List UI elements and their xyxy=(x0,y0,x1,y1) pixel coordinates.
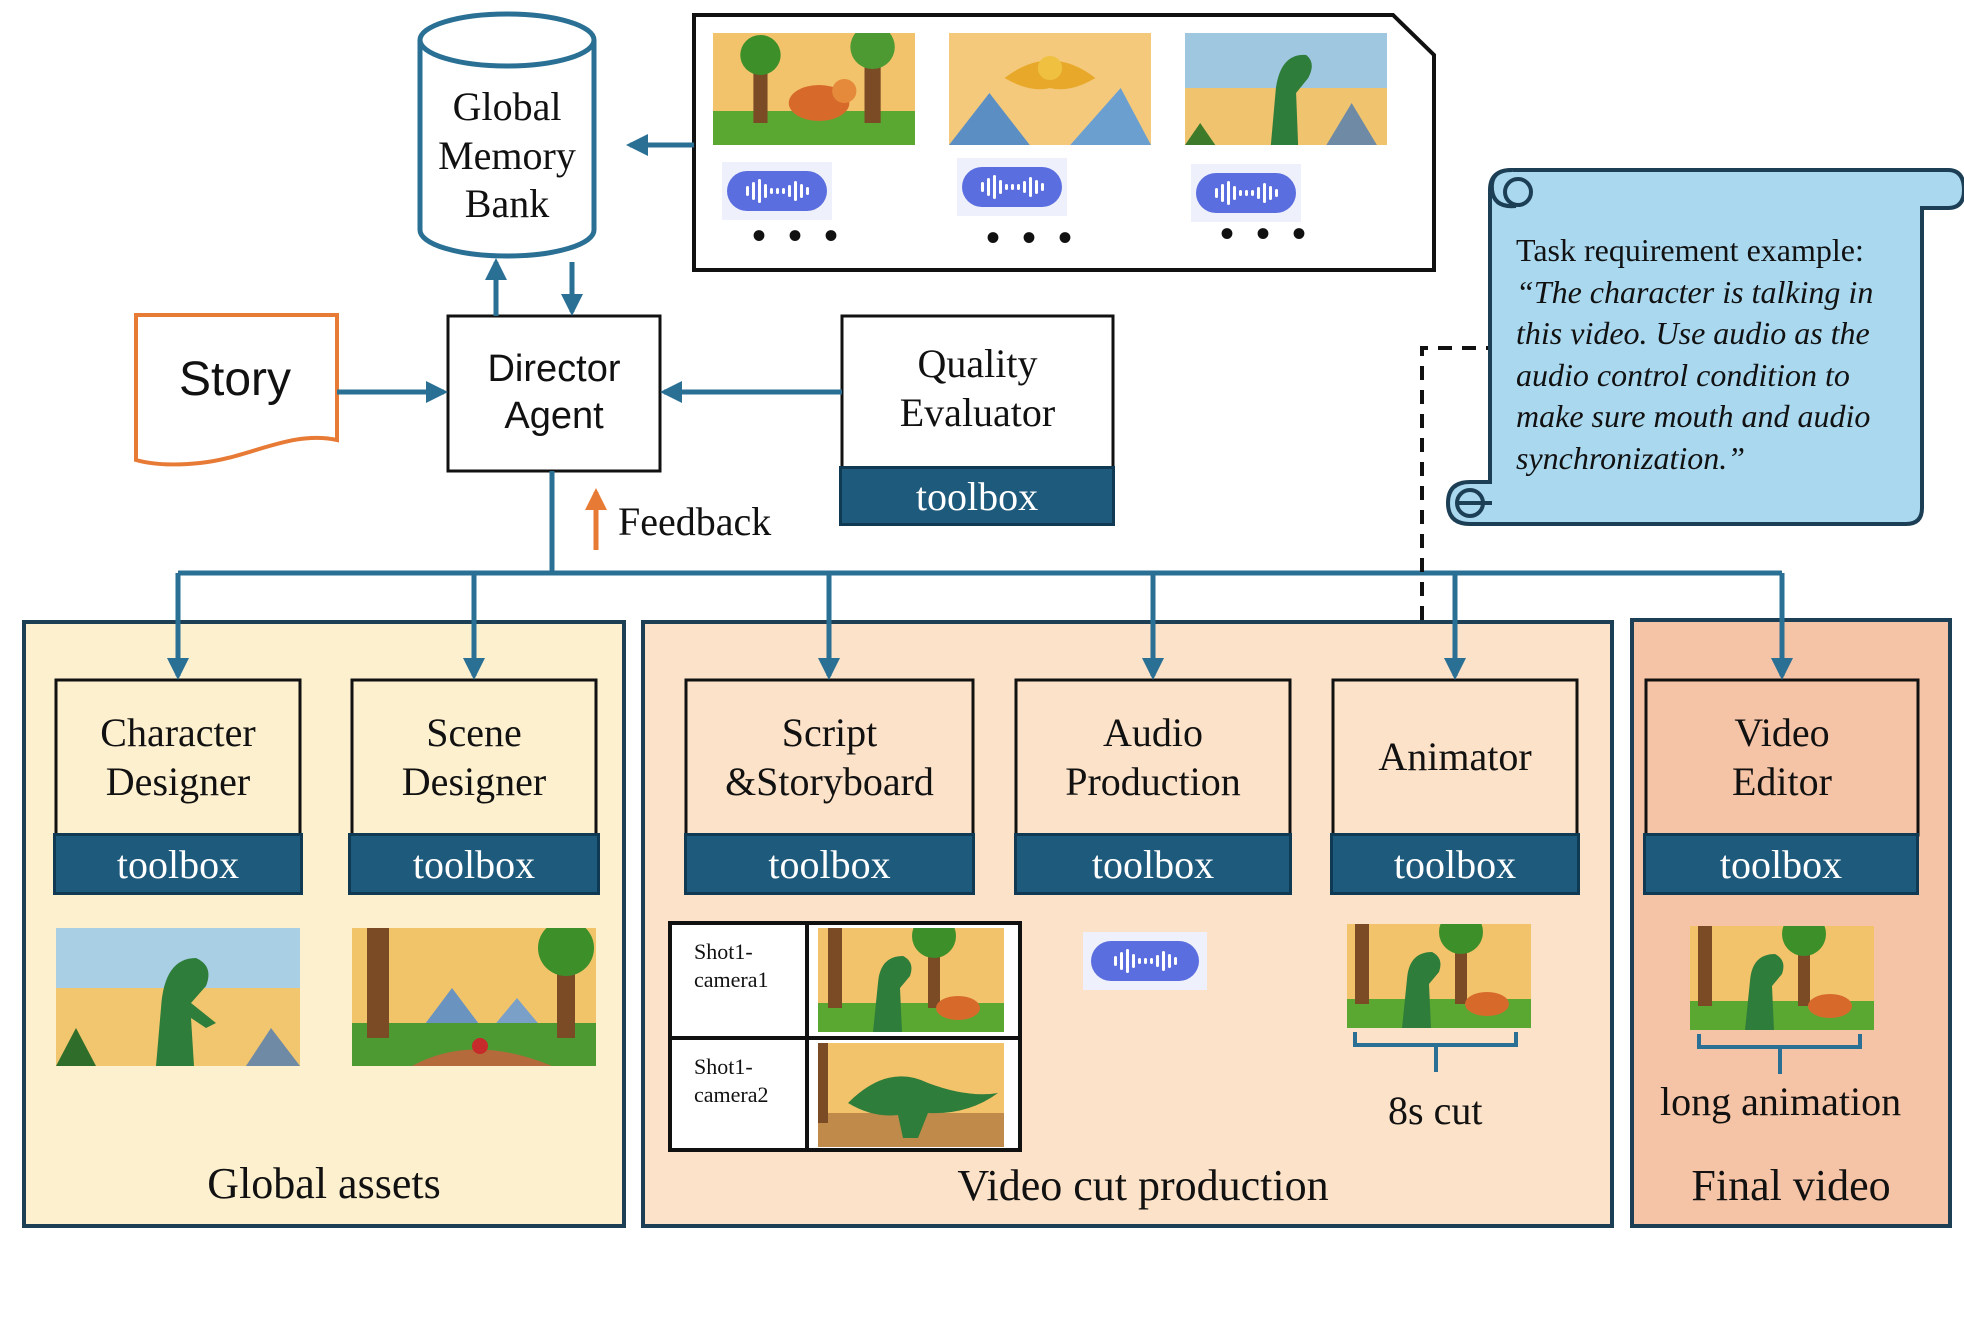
scene-image xyxy=(352,928,596,1066)
quality-toolbox: toolbox xyxy=(839,466,1115,526)
memory-dots-3: • • • xyxy=(1220,211,1313,256)
editor-label: Video Editor xyxy=(1732,709,1832,804)
animator-box xyxy=(1331,678,1579,837)
character-toolbox: toolbox xyxy=(53,833,303,895)
shot-2-label: Shot1- camera2 xyxy=(694,1054,769,1107)
scene-label: Scene Designer xyxy=(401,709,547,804)
audio-toolbox: toolbox xyxy=(1014,833,1292,895)
audio-label: Audio Production xyxy=(1065,709,1241,804)
quality-box xyxy=(840,314,1115,470)
memory-audio-2 xyxy=(957,158,1067,216)
memory-dots-1: • • • xyxy=(752,213,845,258)
memory-bank-cylinder xyxy=(417,11,597,259)
script-label: Script &Storyboard xyxy=(725,709,934,804)
feedback-label: Feedback xyxy=(618,499,772,544)
task-quote: “The character is talking in this video.… xyxy=(1516,273,1874,476)
director-box xyxy=(446,314,662,473)
connectors xyxy=(167,134,1793,680)
animator-toolbox: toolbox xyxy=(1330,833,1580,895)
editor-toolbox: toolbox xyxy=(1643,833,1919,895)
story-document xyxy=(134,313,339,467)
long-animation-label: long animation xyxy=(1660,1079,1902,1124)
memory-dots-2: • • • xyxy=(986,215,1079,260)
shot-2-image xyxy=(818,1043,1004,1147)
animator-label: Animator xyxy=(1378,734,1532,780)
task-dashed-connector xyxy=(1420,346,1492,620)
memory-audio-1 xyxy=(722,162,832,220)
memory-bank-label: Global Memory Bank xyxy=(438,83,576,227)
script-box xyxy=(684,678,975,837)
shot-1-label: Shot1- camera1 xyxy=(694,939,769,992)
character-box xyxy=(54,678,302,837)
memory-thumb-3 xyxy=(1185,33,1387,145)
character-image xyxy=(56,928,300,1066)
cut-label: 8s cut xyxy=(1388,1088,1483,1133)
editor-box xyxy=(1644,678,1920,837)
final-video-title: Final video xyxy=(1691,1161,1891,1210)
final-clip xyxy=(1690,926,1874,1030)
global-assets-title: Global assets xyxy=(207,1159,441,1208)
audio-output xyxy=(1083,932,1207,990)
task-requirement-text: Task requirement example: “The character… xyxy=(1516,230,1916,480)
scene-box xyxy=(350,678,598,837)
shot-1-image xyxy=(818,928,1004,1032)
story-label: Story xyxy=(178,352,292,406)
cut-bracket xyxy=(1353,1032,1518,1072)
quality-label: Quality Evaluator xyxy=(899,341,1056,435)
memory-thumb-1 xyxy=(713,33,915,145)
animator-clip xyxy=(1347,924,1531,1028)
long-bracket xyxy=(1697,1034,1862,1074)
audio-box xyxy=(1014,678,1292,837)
director-label: Director Agent xyxy=(487,348,621,437)
task-scroll xyxy=(1445,168,1964,526)
task-heading: Task requirement example: xyxy=(1516,232,1864,268)
script-toolbox: toolbox xyxy=(684,833,975,895)
memory-audio-3 xyxy=(1191,164,1301,222)
video-cut-title: Video cut production xyxy=(957,1161,1329,1210)
character-label: Character Designer xyxy=(100,709,256,804)
scene-toolbox: toolbox xyxy=(348,833,600,895)
memory-thumb-2 xyxy=(949,33,1151,145)
